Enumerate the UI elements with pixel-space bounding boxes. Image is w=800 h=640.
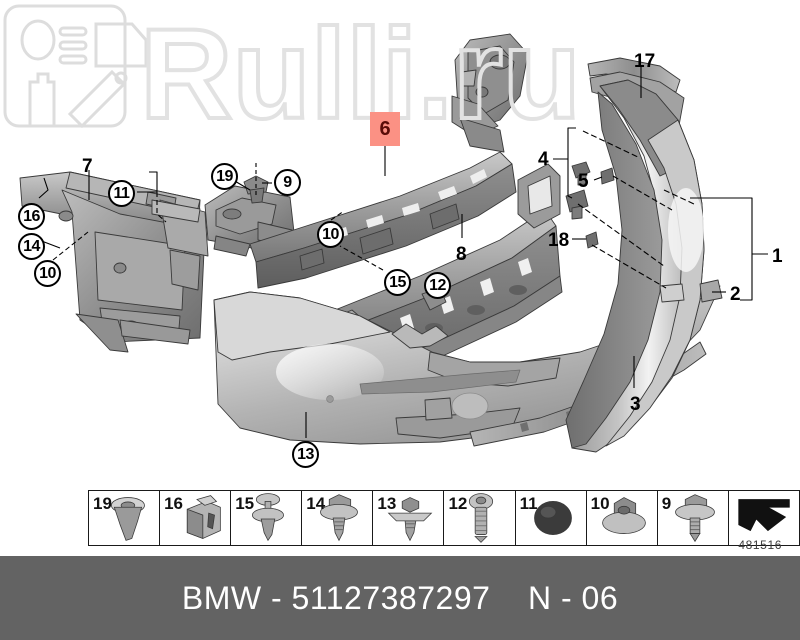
callout-2-c2[interactable]: 2 — [730, 284, 741, 305]
legend-number-14: 14 — [306, 494, 326, 513]
part-upper-mount-bracket — [451, 33, 529, 153]
part-1-rear-bumper-body — [565, 79, 723, 453]
callout-4-c4[interactable]: 4 — [538, 149, 549, 170]
callout-12-c12[interactable]: 12 — [424, 272, 451, 299]
hex-flange-bolt-icon — [674, 494, 715, 543]
part-6-impact-bar — [249, 151, 517, 289]
callout-1-c1[interactable]: 1 — [772, 246, 783, 267]
legend-number-16: 16 — [164, 494, 184, 513]
footer-bar: BMW - 51127387297 N - 06 — [0, 556, 800, 640]
part-7-side-bracket — [19, 171, 209, 353]
direction-arrow-icon — [738, 499, 790, 532]
legend-cell-10[interactable]: 10 — [587, 491, 658, 545]
legend-number-11: 11 — [519, 494, 538, 513]
legend-cell-16[interactable]: 16 — [160, 491, 232, 545]
callout-11-c11[interactable]: 11 — [108, 180, 135, 207]
legend-number-15: 15 — [235, 494, 255, 513]
callout-10-c10b[interactable]: 10 — [317, 221, 344, 248]
callout-16-c16[interactable]: 16 — [18, 203, 45, 230]
footer-part-label: BMW - 51127387297 N - 06 — [181, 579, 619, 616]
callout-13-c13[interactable]: 13 — [292, 441, 319, 468]
callout-9-c9[interactable]: 9 — [274, 169, 301, 196]
legend-cell-11[interactable]: 11 — [516, 491, 587, 545]
hex-washer-nut-icon — [601, 497, 646, 534]
legend-number-19: 19 — [93, 494, 112, 513]
square-clip-icon — [186, 495, 221, 540]
fastener-legend-strip: 19 16 15 14 13 12 11 10 9 — [88, 490, 800, 546]
callout-8-c8[interactable]: 8 — [456, 244, 467, 265]
drawing-number: 481516 — [738, 538, 782, 552]
callout-15-c15[interactable]: 15 — [384, 269, 411, 296]
fastener-clips-right — [565, 161, 615, 249]
legend-number-12: 12 — [448, 494, 468, 513]
hex-flange-screw-icon — [320, 494, 359, 542]
callout-19-c19[interactable]: 19 — [211, 163, 238, 190]
legend-cell-14[interactable]: 14 — [302, 491, 374, 545]
pan-head-screw-icon — [469, 493, 494, 543]
legend-number-9: 9 — [661, 494, 672, 513]
callout-14-c14[interactable]: 14 — [18, 233, 45, 260]
grommet-rivet-icon — [111, 497, 145, 541]
callout-5-c5[interactable]: 5 — [578, 171, 589, 192]
legend-cell-arrow[interactable] — [729, 491, 799, 545]
callout-18-c18[interactable]: 18 — [548, 230, 570, 251]
rubber-plug-icon — [533, 501, 572, 535]
exploded-parts-artwork — [19, 33, 768, 453]
legend-cell-19[interactable]: 19 — [89, 491, 161, 545]
legend-number-10: 10 — [590, 494, 610, 513]
diagram-canvas: Rulli.ru — [3, 1, 800, 552]
legend-number-13: 13 — [377, 494, 397, 513]
callout-7-c7[interactable]: 7 — [82, 156, 93, 177]
push-pin-clip-icon — [252, 493, 285, 542]
callout-10-c10a[interactable]: 10 — [34, 260, 61, 287]
legend-cell-15[interactable]: 15 — [231, 491, 303, 545]
wide-head-screw-icon — [388, 497, 433, 542]
legend-cell-9[interactable]: 9 — [658, 491, 729, 545]
callout-17-c17[interactable]: 17 — [634, 51, 656, 72]
legend-cell-12[interactable]: 12 — [444, 491, 516, 545]
callout-3-c3[interactable]: 3 — [630, 394, 641, 415]
legend-cell-13[interactable]: 13 — [373, 491, 445, 545]
callout-6-highlighted[interactable]: 6 — [370, 112, 400, 146]
